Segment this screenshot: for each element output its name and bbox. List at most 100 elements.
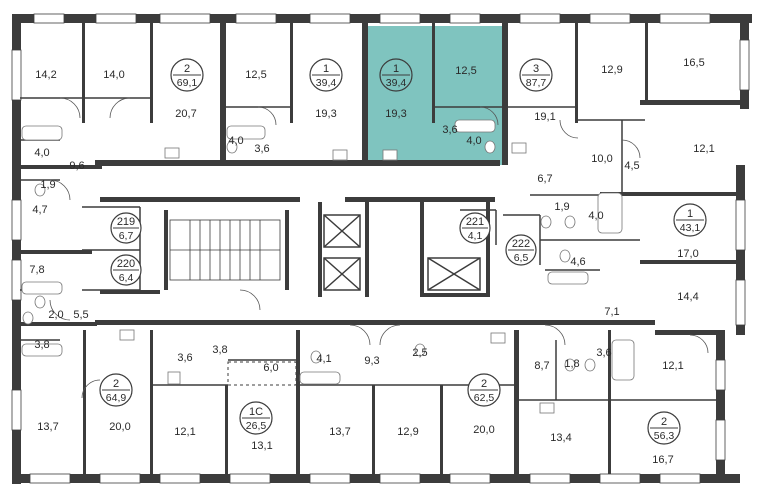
- room-area-label: 20,0: [473, 424, 494, 436]
- room-area-label: 3,8: [212, 344, 227, 356]
- room-area-label: 4,0: [466, 135, 481, 147]
- apartment-markers: 269,1139,4139,4387,7143,1264,91С26,5262,…: [99, 58, 707, 445]
- apartment-rooms: 2: [481, 378, 487, 390]
- room-area-label: 10,0: [591, 153, 612, 165]
- room-area-label: 7,1: [604, 306, 619, 318]
- room-area-label: 7,8: [29, 264, 44, 276]
- service-room-number: 219: [117, 216, 135, 228]
- room-area-label: 12,9: [601, 64, 622, 76]
- service-room-number: 220: [117, 258, 135, 270]
- room-area-label: 8,7: [534, 360, 549, 372]
- room-area-label: 13,1: [251, 440, 272, 452]
- dashed-boundary: [227, 361, 297, 386]
- room-area-label: 3,6: [254, 143, 269, 155]
- bath-fixtures: [21, 119, 635, 414]
- service-room-area: 6,7: [119, 230, 134, 242]
- room-area-label: 4,0: [228, 135, 243, 147]
- room-area-label: 19,3: [315, 108, 336, 120]
- apartment-rooms: 3: [533, 63, 539, 75]
- apartment-marker-a2[interactable]: 139,4: [309, 58, 343, 92]
- room-area-label: 20,0: [109, 421, 130, 433]
- apartment-marker-a9[interactable]: 256,3: [647, 411, 681, 445]
- room-area-label: 4,0: [34, 147, 49, 159]
- room-area-label: 6,7: [537, 173, 552, 185]
- room-area-label: 2,0: [48, 309, 63, 321]
- apartment-rooms: 1С: [249, 406, 263, 418]
- room-area-label: 9,6: [69, 160, 84, 172]
- room-area-label: 1,9: [554, 201, 569, 213]
- room-area-label: 12,1: [174, 426, 195, 438]
- window-openings: [11, 13, 750, 484]
- room-area-label: 16,5: [683, 57, 704, 69]
- room-area-label: 12,5: [455, 65, 476, 77]
- apartment-area: 69,1: [177, 77, 198, 89]
- apartment-rooms: 2: [661, 416, 667, 428]
- stairs: [169, 219, 281, 281]
- apartment-area: 64,9: [106, 392, 127, 404]
- room-area-label: 12,5: [245, 69, 266, 81]
- apartment-area: 39,4: [316, 77, 337, 89]
- room-area-label: 14,0: [103, 69, 124, 81]
- apartment-rooms: 1: [393, 63, 399, 75]
- room-area-label: 13,4: [550, 432, 571, 444]
- apartment-marker-a1[interactable]: 269,1: [170, 58, 204, 92]
- room-area-label: 3,6: [596, 347, 611, 359]
- apartment-area: 26,5: [246, 420, 267, 432]
- room-area-label: 16,7: [652, 454, 673, 466]
- lift-shafts: [323, 214, 481, 291]
- room-area-label: 4,7: [32, 204, 47, 216]
- room-area-label: 14,2: [35, 69, 56, 81]
- room-area-label: 4,0: [588, 210, 603, 222]
- room-area-label: 14,4: [677, 291, 698, 303]
- room-area-label: 19,3: [385, 108, 406, 120]
- room-area-label: 1,9: [40, 179, 55, 191]
- door-swings: [49, 97, 709, 399]
- room-area-label: 6,0: [263, 362, 278, 374]
- service-room-area: 4,1: [468, 230, 483, 242]
- apartment-marker-a3[interactable]: 139,4: [379, 58, 413, 92]
- room-area-label: 12,1: [693, 143, 714, 155]
- inner-walls: [12, 23, 740, 474]
- room-area-label: 13,7: [37, 421, 58, 433]
- room-area-label: 20,7: [175, 108, 196, 120]
- room-area-label: 12,9: [397, 426, 418, 438]
- room-area-label: 13,7: [329, 426, 350, 438]
- room-area-label: 5,5: [73, 309, 88, 321]
- apartment-area: 39,4: [386, 77, 407, 89]
- room-area-label: 2,5: [412, 347, 427, 359]
- room-area-label: 3,6: [177, 352, 192, 364]
- room-area-label: 3,6: [442, 124, 457, 136]
- apartment-marker-a7[interactable]: 1С 26,5: [239, 401, 273, 435]
- room-area-label: 17,0: [677, 248, 698, 260]
- service-room-area: 6,4: [119, 272, 134, 284]
- room-area-label: 9,3: [364, 355, 379, 367]
- apartment-area: 43,1: [680, 222, 701, 234]
- apartment-marker-a6[interactable]: 264,9: [99, 373, 133, 407]
- room-area-label: 19,1: [534, 111, 555, 123]
- apartment-marker-a8[interactable]: 262,5: [467, 373, 501, 407]
- apartment-area: 62,5: [474, 392, 495, 404]
- room-area-label: 12,1: [662, 360, 683, 372]
- apartment-rooms: 1: [323, 63, 329, 75]
- apartment-rooms: 2: [184, 63, 190, 75]
- apartment-rooms: 1: [687, 208, 693, 220]
- service-room-number: 221: [466, 216, 484, 228]
- apartment-rooms: 2: [113, 378, 119, 390]
- room-area-label: 3,8: [34, 339, 49, 351]
- service-room-area: 6,5: [514, 252, 529, 264]
- room-area-label: 1,8: [564, 358, 579, 370]
- room-area-label: 4,5: [624, 160, 639, 172]
- room-area-label: 4,1: [316, 353, 331, 365]
- apartment-marker-a4[interactable]: 387,7: [519, 58, 553, 92]
- apartment-marker-a5[interactable]: 143,1: [673, 203, 707, 237]
- room-area-label: 4,6: [570, 256, 585, 268]
- apartment-area: 56,3: [654, 430, 675, 442]
- service-room-number: 222: [512, 238, 530, 250]
